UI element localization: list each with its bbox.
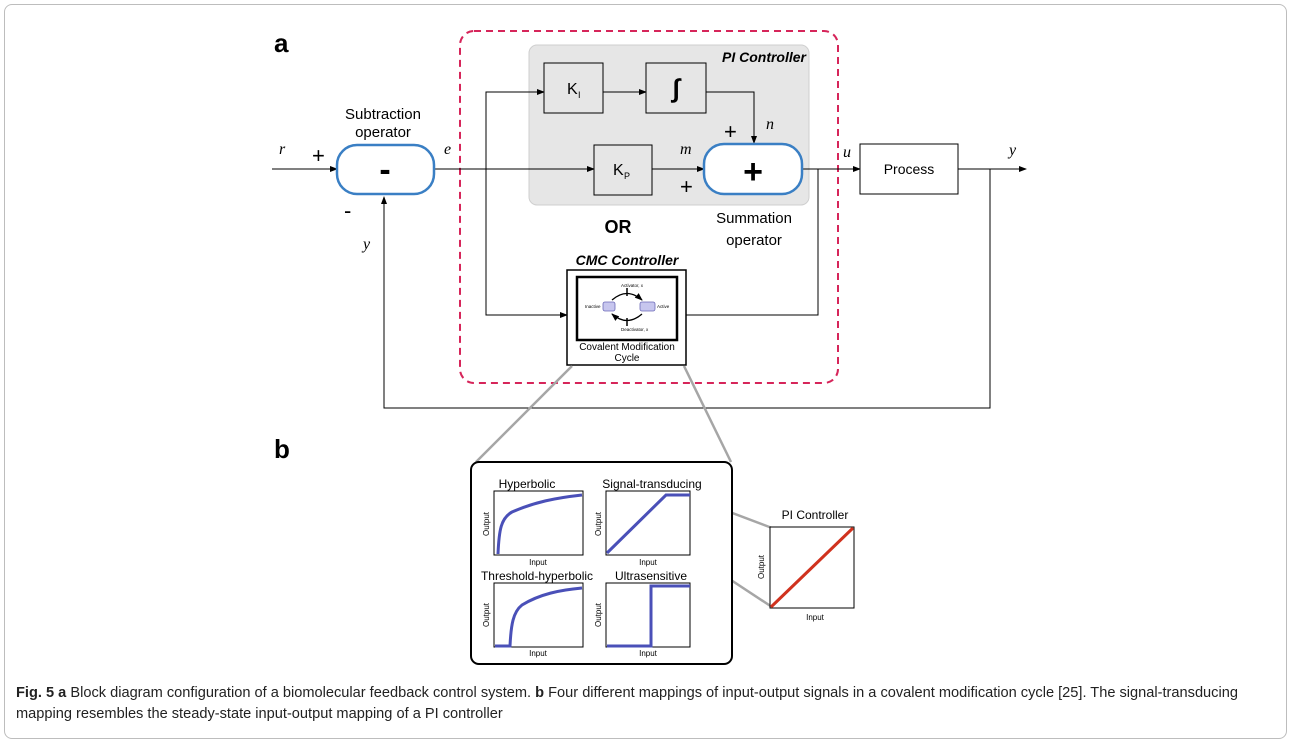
plot-signal-transducing-xlabel: Input bbox=[639, 558, 658, 567]
plot-hyperbolic-xlabel: Input bbox=[529, 558, 548, 567]
plot-hyperbolic-frame bbox=[493, 490, 584, 556]
plot-hyperbolic-ylabel: Output bbox=[482, 511, 491, 536]
signal-n-label: n bbox=[766, 116, 774, 133]
figure-frame bbox=[4, 4, 1287, 739]
caption-text-a: Block diagram configuration of a biomole… bbox=[66, 685, 536, 701]
subtraction-operator bbox=[335, 143, 436, 196]
zoom-line-right bbox=[682, 365, 733, 463]
plot-threshold-hyperbolic-curve bbox=[495, 586, 583, 648]
ki-label: K bbox=[567, 81, 578, 98]
integral-block bbox=[645, 62, 707, 114]
plot-signal-transducing-frame bbox=[605, 490, 691, 556]
plot-pi-controller-title: PI Controller bbox=[782, 508, 849, 522]
plot-signal-transducing-ylabel: Output bbox=[594, 511, 603, 536]
sign-feedback-minus: - bbox=[344, 198, 351, 223]
integral-symbol: ∫ bbox=[670, 73, 681, 103]
process-block bbox=[859, 143, 959, 195]
plot-hyperbolic-curve bbox=[496, 493, 583, 555]
cmc-inactive-label: Inactive bbox=[585, 304, 601, 309]
kp-block bbox=[593, 144, 653, 196]
caption-text-b: Four different mappings of input-output … bbox=[16, 685, 1238, 722]
pi-controller-title: PI Controller bbox=[722, 49, 808, 65]
signal-r-label: r bbox=[279, 141, 286, 158]
plot-threshold-hyperbolic-title: Threshold-hyperbolic bbox=[481, 569, 593, 583]
sign-m-plus: + bbox=[680, 174, 693, 199]
zoom-line-left bbox=[475, 365, 573, 463]
kp-subscript: P bbox=[624, 171, 630, 181]
subtraction-label-2: operator bbox=[355, 124, 411, 141]
signal-y-feedback-label: y bbox=[361, 236, 371, 253]
cmc-input-line bbox=[485, 169, 568, 318]
or-label: OR bbox=[605, 217, 632, 237]
cmc-active-label: Active bbox=[657, 304, 670, 309]
plot-ultrasensitive-frame bbox=[605, 582, 691, 648]
cmc-inner-box bbox=[575, 275, 679, 342]
plot-ultrasensitive-ylabel: Output bbox=[594, 602, 603, 627]
signal-m-label: m bbox=[680, 141, 692, 158]
plot-pi-controller-xlabel: Input bbox=[806, 613, 825, 622]
figure-caption: Fig. 5 a Block diagram configuration of … bbox=[16, 683, 1278, 725]
cmc-active-node bbox=[639, 301, 656, 312]
panel-label-b: b bbox=[274, 434, 290, 464]
plot-threshold-hyperbolic-xlabel: Input bbox=[529, 649, 548, 658]
sign-n-plus: + bbox=[724, 119, 737, 144]
caption-fig-label: Fig. 5 bbox=[16, 685, 55, 701]
signal-e-label: e bbox=[444, 141, 451, 158]
summation-label-2: operator bbox=[726, 232, 782, 249]
cmc-inactive-node bbox=[602, 301, 616, 312]
summation-operator bbox=[702, 142, 804, 196]
cmc-controller-title: CMC Controller bbox=[576, 252, 680, 268]
panel-label-a: a bbox=[274, 28, 289, 58]
plot-pi-controller-ylabel: Output bbox=[757, 554, 766, 579]
sign-r-plus: + bbox=[312, 143, 325, 168]
plot-signal-transducing-title: Signal-transducing bbox=[602, 477, 701, 491]
subtraction-symbol: - bbox=[379, 151, 390, 189]
cmc-output-line bbox=[686, 169, 819, 316]
plot-ultrasensitive-title: Ultrasensitive bbox=[615, 569, 687, 583]
controller-region-dashed bbox=[459, 30, 839, 384]
cmc-cycle-diagram: Activator, x Deactivator, x Inactive Act… bbox=[585, 283, 670, 332]
ki-subscript: I bbox=[578, 90, 581, 100]
caption-a-marker: a bbox=[58, 685, 67, 701]
feedback-line bbox=[381, 169, 991, 409]
subtraction-label-1: Subtraction bbox=[345, 106, 421, 123]
signal-u-label: u bbox=[843, 144, 851, 161]
plot-signal-transducing-curve bbox=[605, 493, 690, 555]
plot-threshold-hyperbolic-ylabel: Output bbox=[482, 602, 491, 627]
plot-hyperbolic-title: Hyperbolic bbox=[499, 477, 556, 491]
summation-label-1: Summation bbox=[716, 210, 792, 227]
signal-n-line bbox=[706, 91, 757, 144]
cmc-label-1: Covalent Modification bbox=[579, 342, 675, 353]
ki-block bbox=[543, 62, 604, 114]
cmc-deactivator-label: Deactivator, x bbox=[621, 327, 649, 332]
process-label: Process bbox=[884, 161, 935, 177]
signal-y-out-label: y bbox=[1007, 142, 1017, 159]
plot-ultrasensitive-xlabel: Input bbox=[639, 649, 658, 658]
ki-branch-line bbox=[485, 89, 545, 169]
plot-pi-controller-curve bbox=[769, 526, 855, 609]
cmc-activator-label: Activator, x bbox=[621, 283, 644, 288]
cmc-label-2: Cycle bbox=[614, 353, 639, 364]
plot-threshold-hyperbolic-frame bbox=[493, 582, 584, 648]
summation-symbol: + bbox=[743, 153, 763, 191]
kp-label: K bbox=[613, 162, 624, 179]
caption-b-marker: b bbox=[535, 685, 545, 701]
plot-ultrasensitive-curve bbox=[607, 584, 690, 648]
